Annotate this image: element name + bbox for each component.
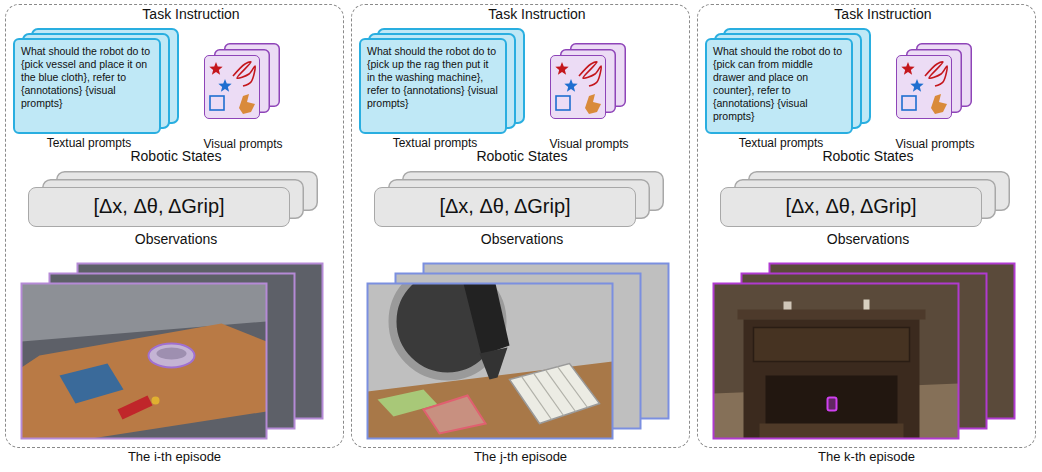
- star-mark: [901, 62, 914, 75]
- basket-slat: [534, 373, 564, 415]
- visual-prompt-card: Visual prompts: [896, 55, 952, 119]
- episode-caption: The i-th episode: [6, 449, 343, 464]
- mask-mark: [585, 94, 601, 114]
- section-heading: Task Instruction: [66, 6, 316, 23]
- card-caption: Visual prompts: [867, 137, 1003, 151]
- section-heading: Observations: [51, 231, 301, 248]
- star-mark: [218, 79, 231, 92]
- episode-panel: Task InstructionRobotic StatesObservatio…: [351, 4, 690, 448]
- episode-panel: Task InstructionRobotic StatesObservatio…: [5, 4, 344, 448]
- counter-item: [784, 302, 792, 310]
- textual-prompt-card: What should the robot do to {pick can fr…: [705, 38, 853, 134]
- pink-rag: [424, 396, 486, 434]
- scene-background: [22, 284, 267, 439]
- bowl-inside: [157, 348, 187, 360]
- scribble-mark: [233, 62, 255, 86]
- visual-prompt-card: Visual prompts: [550, 55, 606, 119]
- star-mark: [209, 62, 222, 75]
- basket-slat: [522, 376, 552, 419]
- observation-frame: [368, 284, 613, 439]
- state-vector: [Δx, Δθ, ΔGrip]: [375, 188, 635, 225]
- robot-arm: [464, 284, 510, 356]
- star-mark: [910, 79, 923, 92]
- counter-item: [864, 300, 870, 310]
- bottle-cap: [152, 397, 160, 405]
- card-caption: Textual prompts: [351, 136, 519, 150]
- prompt-text: What should the robot do to {pick can fr…: [707, 40, 851, 128]
- section-heading: Observations: [743, 231, 993, 248]
- visual-prompt-symbols: [205, 56, 258, 117]
- drawer-front: [760, 424, 904, 439]
- card-caption: Visual prompts: [521, 137, 657, 151]
- box-mark: [210, 96, 224, 110]
- state-vector: [Δx, Δθ, ΔGrip]: [721, 188, 981, 225]
- robot-state-box: [Δx, Δθ, ΔGrip]: [374, 187, 636, 227]
- basket-slat: [558, 367, 588, 408]
- card-caption: Textual prompts: [5, 136, 173, 150]
- star-mark: [555, 62, 568, 75]
- visual-prompt-symbols: [551, 56, 604, 117]
- star-mark: [564, 79, 577, 92]
- basket: [510, 364, 600, 424]
- episode-caption: The j-th episode: [352, 449, 689, 464]
- visual-prompt-symbols: [897, 56, 950, 117]
- state-vector: [Δx, Δθ, ΔGrip]: [29, 188, 289, 225]
- section-heading: Observations: [397, 231, 647, 248]
- observation-frame: [22, 284, 267, 439]
- robot-state-box: [Δx, Δθ, ΔGrip]: [720, 187, 982, 227]
- gripper: [480, 348, 508, 380]
- textual-prompt-card: What should the robot do to {pick vessel…: [13, 38, 161, 134]
- observation-image: [714, 284, 959, 439]
- observation-frame: [714, 284, 959, 439]
- episode-caption: The k-th episode: [698, 449, 1035, 464]
- prompt-text: What should the robot do to {pick vessel…: [15, 40, 159, 115]
- prompt-text: What should the robot do to {pick up the…: [361, 40, 505, 115]
- card-caption: Visual prompts: [175, 137, 311, 151]
- bowl: [149, 344, 195, 368]
- cabinet: [744, 320, 920, 439]
- section-heading: Task Instruction: [412, 6, 662, 23]
- observation-stacks: [22, 264, 1015, 439]
- upper-drawer: [754, 328, 910, 362]
- mask-mark: [239, 94, 255, 114]
- box-mark: [902, 96, 916, 110]
- observation-image: [368, 267, 613, 439]
- can-mask: [828, 398, 837, 411]
- section-heading: Task Instruction: [758, 6, 1008, 23]
- scene: [368, 284, 613, 439]
- textual-prompt-card: What should the robot do to {pick up the…: [359, 38, 507, 134]
- scene: [714, 284, 959, 439]
- box-mark: [556, 96, 570, 110]
- red-bottle: [118, 396, 153, 420]
- observation-image: [22, 284, 267, 439]
- mask-mark: [931, 94, 947, 114]
- card-caption: Textual prompts: [697, 136, 865, 150]
- visual-prompt-card: Visual prompts: [204, 55, 260, 119]
- robot-state-box: [Δx, Δθ, ΔGrip]: [28, 187, 290, 227]
- wooden-board: [22, 324, 267, 439]
- basket-slat: [546, 370, 576, 412]
- scene: [22, 284, 267, 439]
- open-drawer: [766, 376, 898, 428]
- blue-cloth: [60, 364, 124, 404]
- counter-top: [738, 310, 926, 320]
- scene-background: [714, 284, 959, 439]
- scribble-mark: [579, 62, 601, 86]
- episode-panel: Task InstructionRobotic StatesObservatio…: [697, 4, 1036, 448]
- scribble-mark: [925, 62, 947, 86]
